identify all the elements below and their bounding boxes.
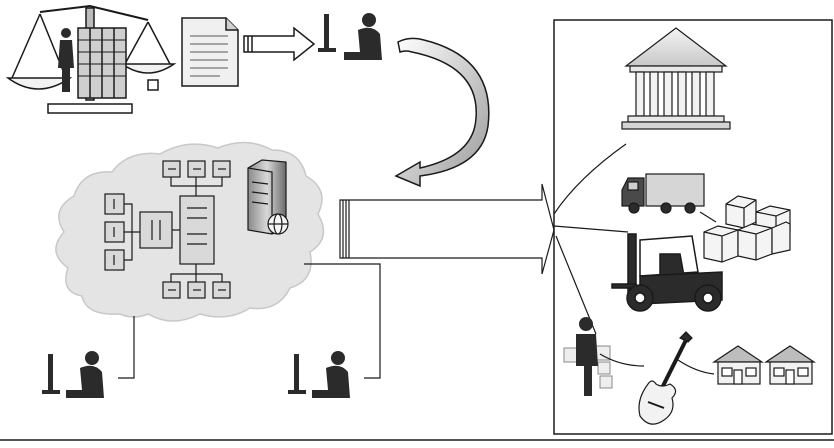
user-at-computer-icon (318, 13, 382, 60)
scale-with-server-icon (8, 6, 174, 113)
document-icon (182, 18, 238, 86)
curved-arrow-icon (396, 38, 489, 186)
server-tower-globe-icon (248, 160, 288, 234)
arrow-right-icon (244, 28, 314, 60)
user-at-computer-icon (288, 351, 350, 398)
broad-arrow-icon (340, 184, 554, 274)
truck-icon (622, 174, 704, 213)
user-at-computer-icon (42, 351, 104, 398)
